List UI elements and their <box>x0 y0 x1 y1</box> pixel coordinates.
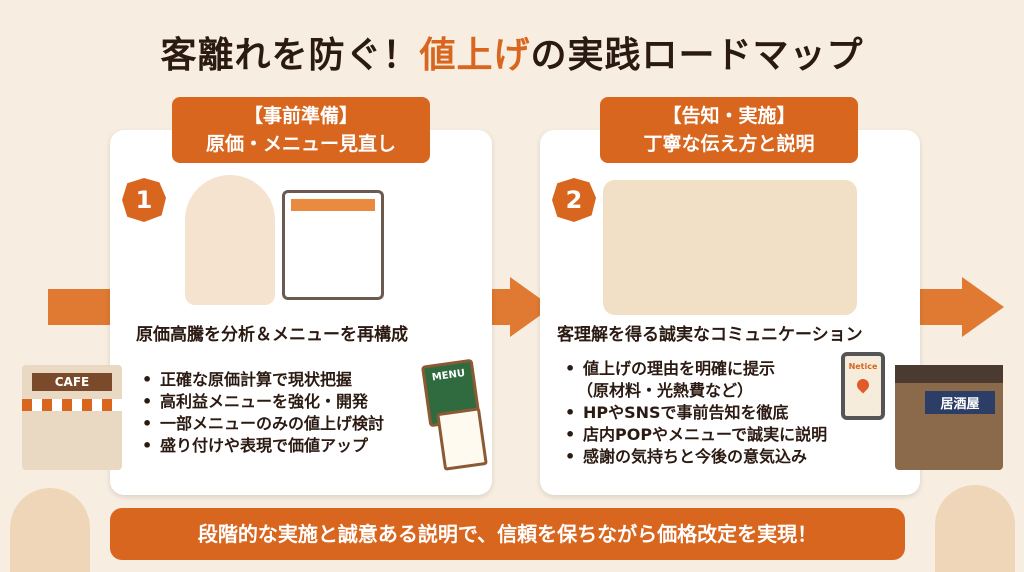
staff-explaining-to-customers-illustration <box>603 180 857 315</box>
step-1-bullets: 正確な原価計算で現状把握 高利益メニューを強化・開発 一部メニューのみの値上げ検… <box>140 369 384 457</box>
map-pin-icon <box>854 376 872 394</box>
flow-arrow-band <box>492 289 512 325</box>
bullet-continuation: （原材料・光熱費など） <box>577 381 754 400</box>
staff-with-beer-illustration <box>935 485 1015 572</box>
izakaya-storefront-illustration: 居酒屋 <box>895 365 1003 470</box>
page-title: 客離れを防ぐ！値上げの実践ロードマップ <box>160 35 864 76</box>
step-2-bullets: 値上げの理由を明確に提示 （原材料・光熱費など） HPやSNSで事前告知を徹底 … <box>563 358 827 468</box>
step-2-tab: 【告知・実施】丁寧な伝え方と説明 <box>600 97 858 163</box>
bullet: HPやSNSで事前告知を徹底 <box>563 402 827 424</box>
bullet: 値上げの理由を明確に提示 <box>563 358 827 380</box>
step-1-tab: 【事前準備】原価・メニュー見直し <box>172 97 430 163</box>
summary-banner: 段階的な実施と誠意ある説明で、信頼を保ちながら価格改定を実現！ <box>110 508 905 560</box>
bullet: 感謝の気持ちと今後の意気込み <box>563 446 827 468</box>
step-2-subtitle: 客理解を得る誠実なコミュニケーション <box>557 325 863 345</box>
bullet: 正確な原価計算で現状把握 <box>140 369 384 391</box>
cafe-storefront-illustration: CAFE <box>22 365 122 470</box>
chef-with-ramen-illustration <box>10 488 90 572</box>
staff-with-tablet-illustration <box>185 175 275 305</box>
clipboard-icon <box>436 407 488 471</box>
step-1-badge: 1 <box>122 178 166 222</box>
arrow-right-icon <box>962 277 1004 337</box>
bullet: 一部メニューのみの値上げ検討 <box>140 413 384 435</box>
cost-analysis-chart-illustration <box>282 190 384 300</box>
step-2-badge: 2 <box>552 178 596 222</box>
bullet: 高利益メニューを強化・開発 <box>140 391 384 413</box>
step-1-subtitle: 原価高騰を分析＆メニューを再構成 <box>136 325 408 345</box>
flow-arrow-band <box>48 289 110 325</box>
bullet: 店内POPやメニューで誠実に説明 <box>563 424 827 446</box>
flow-arrow-band <box>920 289 965 325</box>
bullet: 盛り付けや表現で価値アップ <box>140 435 384 457</box>
smartphone-notice-icon: Netice <box>841 352 885 420</box>
